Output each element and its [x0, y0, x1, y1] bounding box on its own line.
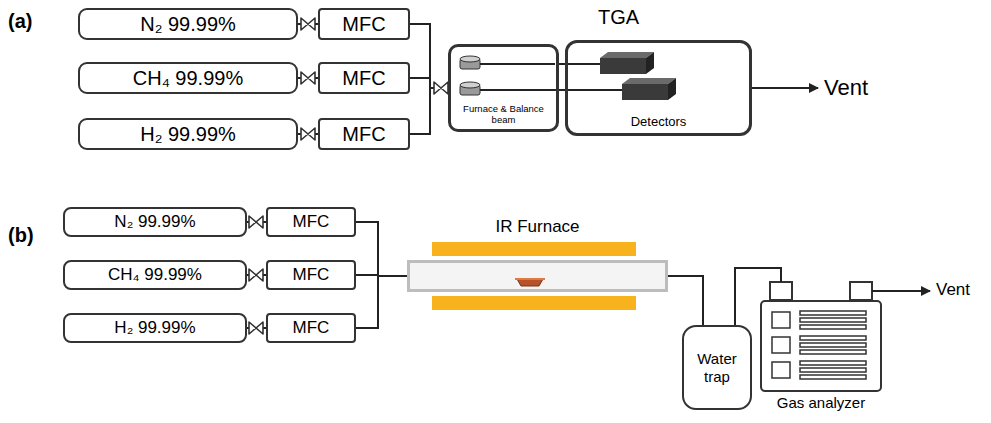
node-text: Furnace & Balance beam — [451, 104, 556, 126]
valve-symbol — [301, 128, 315, 140]
furnace-balance-box: Furnace & Balance beam — [448, 44, 559, 132]
analyzer-bar — [800, 375, 866, 379]
mfc-box: MFC — [318, 62, 410, 94]
analyzer-bar — [800, 325, 866, 329]
balance-beam-line — [565, 63, 600, 65]
vent-arrow — [752, 87, 818, 89]
analyzer-bar — [800, 350, 866, 354]
node-text: MFC — [293, 265, 330, 285]
panel-label: (b) — [8, 224, 34, 247]
ir-heater-bar — [432, 296, 636, 310]
vent-arrow — [872, 290, 930, 292]
node-text: MFC — [342, 13, 385, 36]
mfc-box: MFC — [266, 313, 356, 343]
gas-cylinder-box: CH₄ 99.99% — [78, 62, 298, 94]
ir-heater-bar — [432, 242, 636, 256]
gas-line — [410, 24, 448, 88]
node-text: N₂ 99.99% — [140, 13, 236, 36]
mfc-box: MFC — [266, 207, 356, 237]
gas-line — [668, 276, 703, 325]
node-text: MFC — [342, 67, 385, 90]
node-text: CH₄ 99.99% — [133, 67, 243, 90]
vent-label: Vent — [824, 75, 868, 100]
gas-cylinder-box: H₂ 99.99% — [78, 118, 298, 150]
balance-beam-line — [480, 89, 622, 91]
detector-block-top — [600, 52, 654, 58]
balance-beam-line — [480, 63, 555, 65]
valve-symbol — [249, 322, 263, 334]
analyzer-display — [772, 337, 790, 353]
analyzer-bar — [800, 318, 866, 322]
ir-furnace-tube: IR Furnace — [407, 260, 668, 292]
panel-label: (a) — [8, 10, 32, 33]
gas-line — [735, 268, 781, 325]
water-trap: Water trap — [682, 325, 752, 410]
node-text: Gas analyzer — [722, 394, 920, 411]
three-way-valve — [434, 82, 448, 94]
gas-cylinder-box: H₂ 99.99% — [63, 313, 247, 343]
node-text: CH₄ 99.99% — [108, 265, 202, 285]
mfc-box: MFC — [318, 118, 410, 150]
balance-pan-top — [460, 82, 480, 88]
node-text: IR Furnace — [370, 217, 705, 237]
mfc-box: MFC — [266, 260, 356, 290]
vent-label: Vent — [936, 280, 970, 300]
detector-block-top — [622, 78, 676, 84]
analyzer-bar — [800, 368, 866, 372]
detector-block-side — [668, 78, 676, 100]
node-text: N₂ 99.99% — [114, 212, 195, 232]
node-text: H₂ 99.99% — [140, 123, 236, 146]
detectors-box: Detectors — [565, 40, 752, 136]
node-text: Water trap — [684, 350, 750, 385]
valve-symbol — [249, 269, 263, 281]
valve-symbol — [249, 216, 263, 228]
analyzer-bar — [800, 336, 866, 340]
analyzer-display — [772, 362, 790, 378]
detector-block-side — [646, 52, 654, 74]
gas-line — [410, 88, 448, 134]
valve-symbol — [301, 18, 315, 30]
balance-pan-top — [460, 56, 480, 62]
node-text: MFC — [293, 318, 330, 338]
gas-line — [356, 222, 407, 276]
node-text: MFC — [342, 123, 385, 146]
mfc-box: MFC — [318, 8, 410, 40]
sample-boat-rim — [515, 278, 545, 280]
gas-analyzer: Gas analyzer — [760, 300, 882, 392]
analyzer-panel — [772, 311, 866, 379]
quartz-tube-fill — [409, 262, 666, 290]
gas-line — [356, 276, 407, 328]
instrument-label: TGA — [598, 6, 639, 29]
node-text: Detectors — [631, 115, 687, 130]
analyzer-display — [772, 312, 790, 328]
gas-cylinder-box: N₂ 99.99% — [78, 8, 298, 40]
sample-boat — [517, 279, 543, 286]
node-text: H₂ 99.99% — [114, 318, 195, 338]
detector-block — [600, 58, 646, 74]
analyzer-bar — [800, 361, 866, 365]
detector-block — [622, 84, 668, 100]
gas-cylinder-box: CH₄ 99.99% — [63, 260, 247, 290]
analyzer-port — [850, 282, 872, 300]
analyzer-bar — [800, 311, 866, 315]
analyzer-port — [770, 282, 792, 300]
valve-symbol — [301, 72, 315, 84]
node-text: MFC — [293, 212, 330, 232]
gas-cylinder-box: N₂ 99.99% — [63, 207, 247, 237]
analyzer-bar — [800, 343, 866, 347]
